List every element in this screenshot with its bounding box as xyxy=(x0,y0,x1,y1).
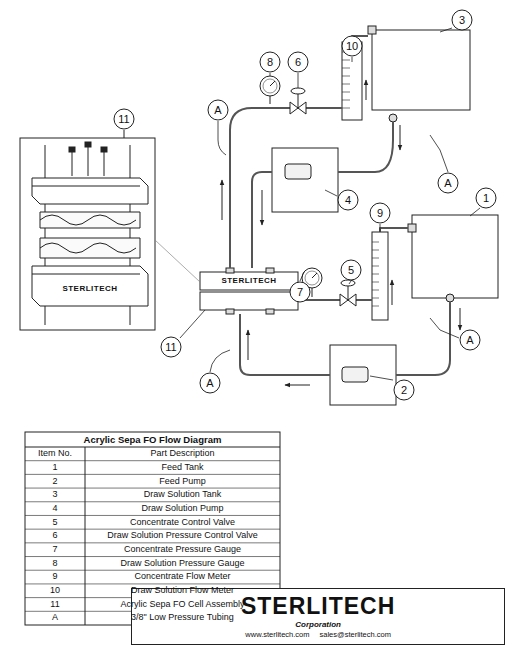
cell-brand: STERLITECH xyxy=(40,282,140,296)
table-item: 1 xyxy=(25,461,85,475)
callout-circle: A xyxy=(199,372,221,394)
callout-circle: 8 xyxy=(259,51,281,73)
table-item: 9 xyxy=(25,570,85,584)
callout-number: 9 xyxy=(377,208,383,219)
callout-circle: 6 xyxy=(287,51,309,73)
callout-circle: 4 xyxy=(337,189,359,211)
table-description: Draw Solution Pressure Gauge xyxy=(85,557,280,571)
table-description: Acrylic Sepa FO Cell Assembly xyxy=(85,598,280,612)
callout-number: 4 xyxy=(345,195,351,206)
callout-number: 10 xyxy=(346,41,358,52)
callout-number: 6 xyxy=(295,57,301,68)
table-description: Draw Solution Flow Meter xyxy=(85,584,280,598)
table-item: 4 xyxy=(25,502,85,516)
callout-circle: A xyxy=(207,99,229,121)
table-item: 10 xyxy=(25,584,85,598)
logo-mail: sales@sterlitech.com xyxy=(320,630,391,639)
tubing xyxy=(230,36,450,375)
table-description: Concentrate Flow Meter xyxy=(85,570,280,584)
callout-circle: 10 xyxy=(341,35,363,57)
callout-circle: 9 xyxy=(369,202,391,224)
table-item: 8 xyxy=(25,557,85,571)
table-description: Draw Solution Pressure Control Valve xyxy=(85,529,280,543)
callout-number: 1 xyxy=(483,193,489,204)
callout-number: A xyxy=(444,178,451,189)
pressure-gauge xyxy=(260,76,280,96)
leader-lines xyxy=(180,28,480,380)
callout-circle: 11 xyxy=(160,336,182,358)
table-description: Draw Solution Pump xyxy=(85,502,280,516)
callout-number: 8 xyxy=(267,57,273,68)
table-description: Feed Tank xyxy=(85,461,280,475)
callout-number: 7 xyxy=(297,287,303,298)
table-item: 5 xyxy=(25,515,85,529)
table-item: 2 xyxy=(25,474,85,488)
callout-number: 5 xyxy=(348,265,354,276)
callout-circle: A xyxy=(437,172,459,194)
table-item: 6 xyxy=(25,529,85,543)
table-item: Item No. xyxy=(25,447,85,461)
logo-web: www.sterlitech.com xyxy=(245,630,309,639)
callout-circle: A xyxy=(459,329,481,351)
fo-cell xyxy=(200,272,298,290)
callout-number: A xyxy=(206,378,213,389)
draw-tank xyxy=(372,30,470,110)
callout-circle: 7 xyxy=(289,281,311,303)
callout-circle: 1 xyxy=(475,187,497,209)
table-description: 3/8" Low Pressure Tubing xyxy=(85,611,280,625)
exploded-cell xyxy=(20,130,200,330)
callout-number: A xyxy=(214,105,221,116)
table-description: Feed Pump xyxy=(85,474,280,488)
pump-frame xyxy=(272,148,338,212)
table-item: A xyxy=(25,611,85,625)
table-item: 7 xyxy=(25,543,85,557)
table-title: Acrylic Sepa FO Flow Diagram xyxy=(25,432,280,447)
flow-meter xyxy=(372,232,388,320)
table-item: 3 xyxy=(25,488,85,502)
table-description: Concentrate Control Valve xyxy=(85,515,280,529)
callout-number: 11 xyxy=(118,114,129,125)
cell-brand: STERLITECH xyxy=(204,274,294,288)
callout-number: 2 xyxy=(401,385,407,396)
callout-number: 3 xyxy=(459,15,465,26)
feed-tank xyxy=(412,215,498,298)
table-description: Part Description xyxy=(85,447,280,461)
table-description: Draw Solution Tank xyxy=(85,488,280,502)
callout-circle: 5 xyxy=(340,259,362,281)
callout-circle: 11 xyxy=(113,108,135,130)
table-description: Concentrate Pressure Gauge xyxy=(85,543,280,557)
callout-circle: 3 xyxy=(451,9,473,31)
callout-number: A xyxy=(466,335,473,346)
callout-circle: 2 xyxy=(393,379,415,401)
table-item: 11 xyxy=(25,598,85,612)
callout-number: 11 xyxy=(165,342,176,353)
pump-frame xyxy=(330,345,396,405)
